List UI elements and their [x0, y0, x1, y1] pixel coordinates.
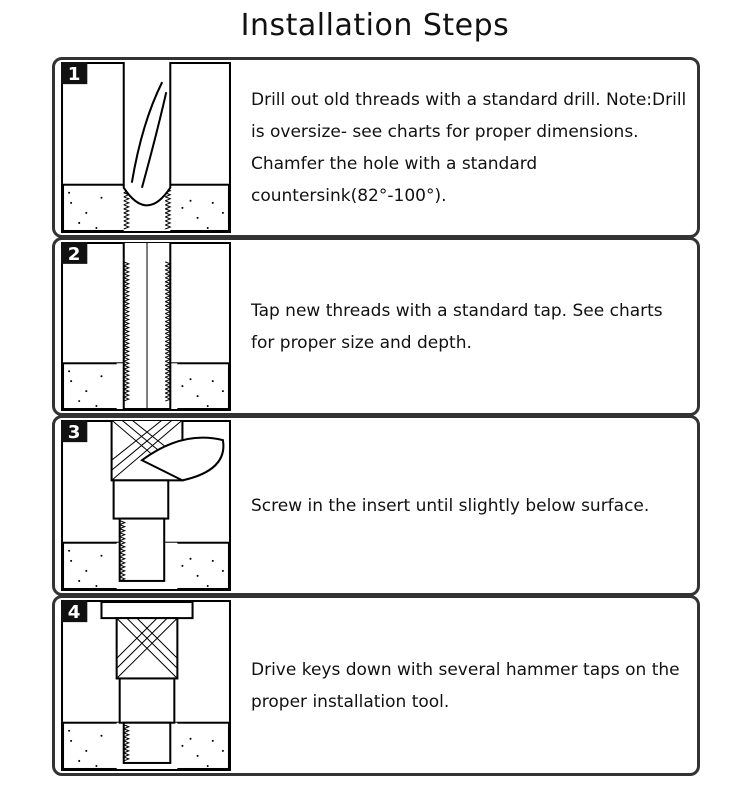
step-text: Drill out old threads with a standard dr… — [251, 60, 689, 235]
step-description: Tap new threads with a standard tap. See… — [251, 300, 663, 353]
step-description: Drive keys down with several hammer taps… — [251, 659, 680, 712]
svg-text:3: 3 — [68, 422, 81, 443]
svg-text:4: 4 — [68, 602, 81, 623]
step-panel-2: 2 Tap new threads with a standard tap. S… — [52, 237, 700, 416]
drive-illustration-icon: 4 — [61, 600, 231, 771]
svg-text:2: 2 — [68, 244, 81, 265]
drill-illustration-icon: 1 — [61, 62, 231, 233]
step-panel-3: 3 Screw in the insert until slightly bel… — [52, 415, 700, 596]
step-description: Drill out old threads with a standard dr… — [251, 89, 687, 206]
insert-illustration-icon: 3 — [61, 418, 231, 591]
page-title: Installation Steps — [240, 8, 510, 43]
step-text: Screw in the insert until slightly below… — [251, 418, 689, 593]
step-text: Drive keys down with several hammer taps… — [251, 598, 689, 773]
svg-text:1: 1 — [68, 64, 81, 85]
step-text: Tap new threads with a standard tap. See… — [251, 240, 689, 413]
step-panel-1: 1 Drill out old threads with a standard … — [52, 57, 700, 238]
step-panel-4: 4 Drive keys down with several hammer ta… — [52, 595, 700, 776]
step-description: Screw in the insert until slightly below… — [251, 495, 650, 516]
tap-illustration-icon: 2 — [61, 241, 231, 411]
